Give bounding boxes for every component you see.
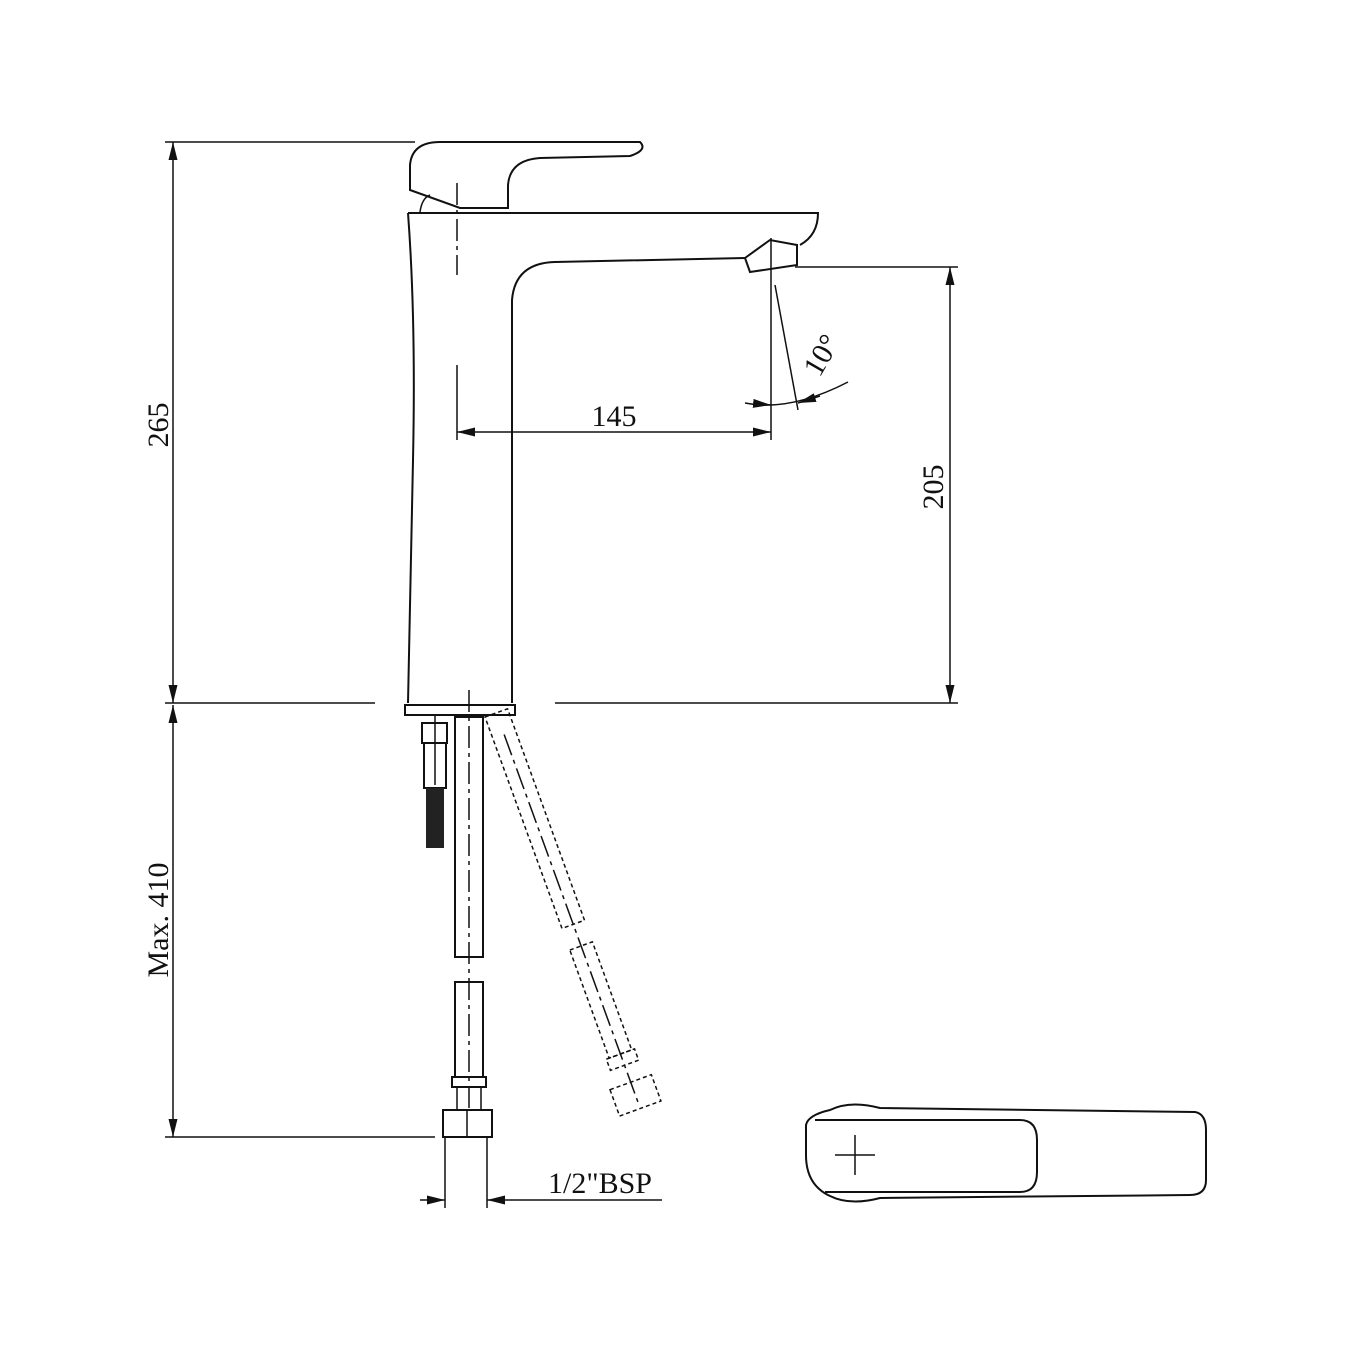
- dimension-hose-length: Max. 410: [142, 705, 435, 1138]
- dimension-spout-reach: 145: [456, 238, 772, 440]
- label-spout-height: 205: [917, 465, 950, 510]
- dimension-spout-height: 205: [795, 266, 958, 703]
- label-total-height: 265: [142, 403, 175, 448]
- label-spout-angle: 10°: [797, 329, 847, 382]
- handle-top-view: [805, 1103, 1207, 1203]
- label-spout-reach: 145: [592, 400, 637, 433]
- dimension-total-height: 265: [142, 141, 958, 704]
- dimension-connection: 1/2"BSP: [420, 1137, 662, 1208]
- faucet-base-and-hoses: [404, 690, 662, 1138]
- dimension-spout-angle: 10°: [744, 284, 849, 411]
- label-connection: 1/2"BSP: [548, 1167, 652, 1200]
- label-hose-length: Max. 410: [142, 863, 175, 978]
- faucet-body: [407, 141, 820, 704]
